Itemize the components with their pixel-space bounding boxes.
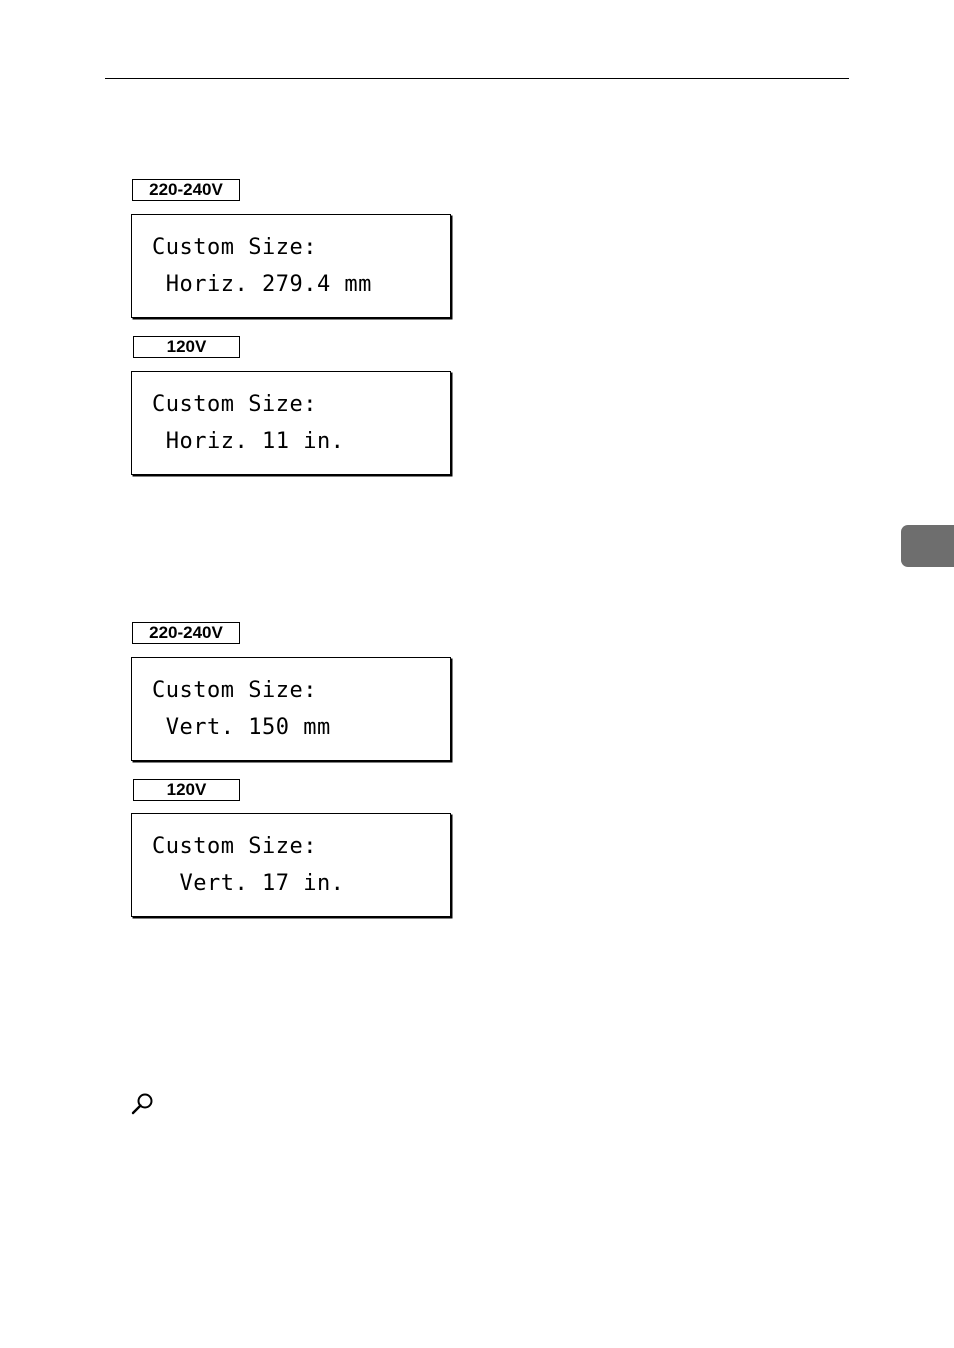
lcd-line-value: Horiz. 279.4 mm xyxy=(152,272,372,298)
lcd-line-title: Custom Size: xyxy=(152,834,317,860)
voltage-badge-220-240v: 220-240V xyxy=(132,179,240,201)
voltage-badge-220-240v: 220-240V xyxy=(132,622,240,644)
magnifier-icon xyxy=(130,1091,156,1117)
lcd-display-horizontal-mm: Custom Size: Horiz. 279.4 mm xyxy=(131,214,451,318)
lcd-line-title: Custom Size: xyxy=(152,678,317,704)
lcd-display-vertical-in: Custom Size: Vert. 17 in. xyxy=(131,813,451,917)
header-rule xyxy=(105,78,849,79)
lcd-line-value: Vert. 17 in. xyxy=(152,871,344,897)
lcd-line-value: Vert. 150 mm xyxy=(152,715,331,741)
chapter-tab xyxy=(901,525,954,567)
lcd-line-title: Custom Size: xyxy=(152,235,317,261)
lcd-display-vertical-mm: Custom Size: Vert. 150 mm xyxy=(131,657,451,761)
lcd-line-title: Custom Size: xyxy=(152,392,317,418)
lcd-line-value: Horiz. 11 in. xyxy=(152,429,344,455)
voltage-badge-120v: 120V xyxy=(133,779,240,801)
voltage-badge-120v: 120V xyxy=(133,336,240,358)
lcd-display-horizontal-in: Custom Size: Horiz. 11 in. xyxy=(131,371,451,475)
